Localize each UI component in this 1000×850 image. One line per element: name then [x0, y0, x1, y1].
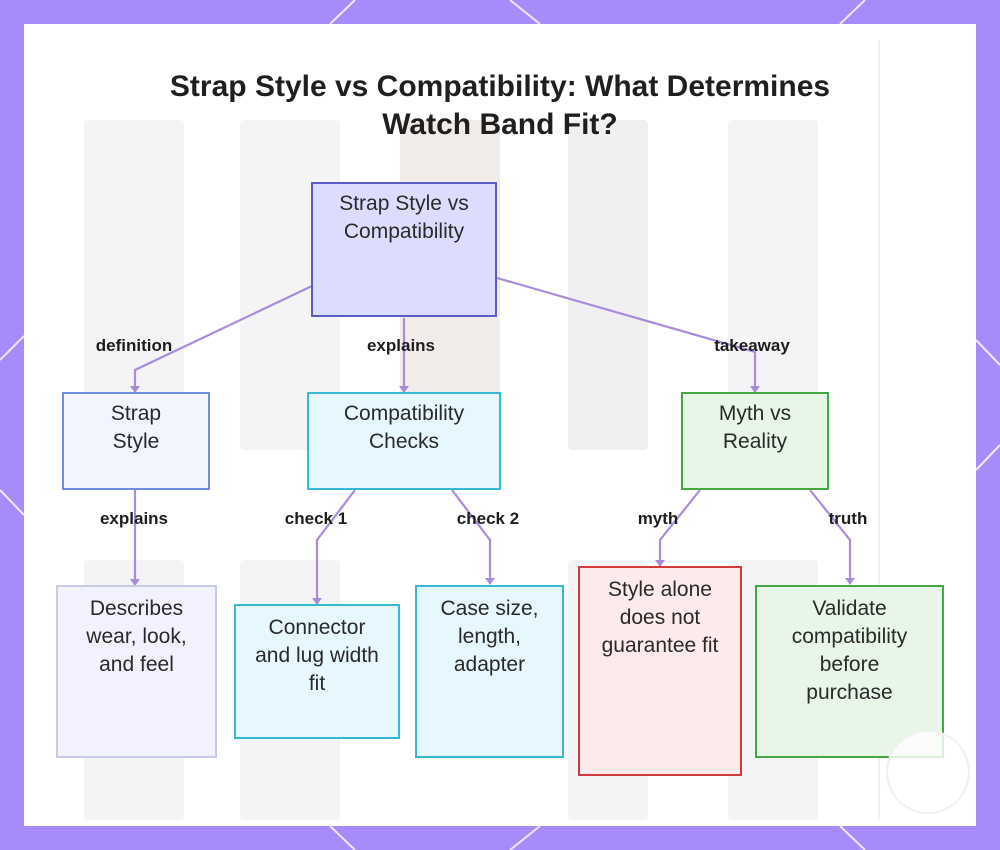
arrowhead	[485, 578, 495, 585]
arrowhead	[399, 386, 409, 393]
node-case-size: Case size, length, adapter	[415, 585, 564, 758]
arrowhead	[845, 578, 855, 585]
edge-root-myth	[496, 276, 757, 392]
arrowhead	[130, 386, 140, 393]
watermark-logo	[886, 730, 970, 814]
node-validate: Validate compatibility before purchase	[755, 585, 944, 758]
edge-label-explains: explains	[99, 509, 169, 528]
arrowhead	[750, 386, 760, 393]
edge-compat-case	[451, 489, 492, 584]
edge-compat-connector	[315, 489, 356, 604]
node-connector-lug: Connector and lug width fit	[234, 604, 400, 739]
edge-label-explains: explains	[366, 336, 436, 355]
edge-label-check-2: check 2	[456, 509, 520, 528]
edge-label-definition: definition	[95, 336, 173, 355]
arrowhead	[312, 598, 322, 605]
edge-label-takeaway: takeaway	[714, 336, 790, 355]
arrowhead	[130, 579, 140, 586]
edge-label-check-1: check 1	[284, 509, 348, 528]
edge-root-strap	[133, 285, 313, 392]
node-style-alone: Style alone does not guarantee fit	[578, 566, 742, 776]
edge-myth-validate	[809, 489, 852, 584]
node-strap-style: Strap Style	[62, 392, 210, 490]
diagram-title: Strap Style vs Compatibility: What Deter…	[169, 70, 831, 141]
node-compatibility-checks: Compatibility Checks	[307, 392, 501, 490]
arrowhead	[655, 560, 665, 567]
edge-label-myth: myth	[637, 509, 679, 528]
node-root: Strap Style vs Compatibility	[311, 182, 497, 317]
node-myth-vs-reality: Myth vs Reality	[681, 392, 829, 490]
edge-myth-style	[658, 489, 701, 566]
edge-label-truth: truth	[828, 509, 868, 528]
node-describes: Describes wear, look, and feel	[56, 585, 217, 758]
